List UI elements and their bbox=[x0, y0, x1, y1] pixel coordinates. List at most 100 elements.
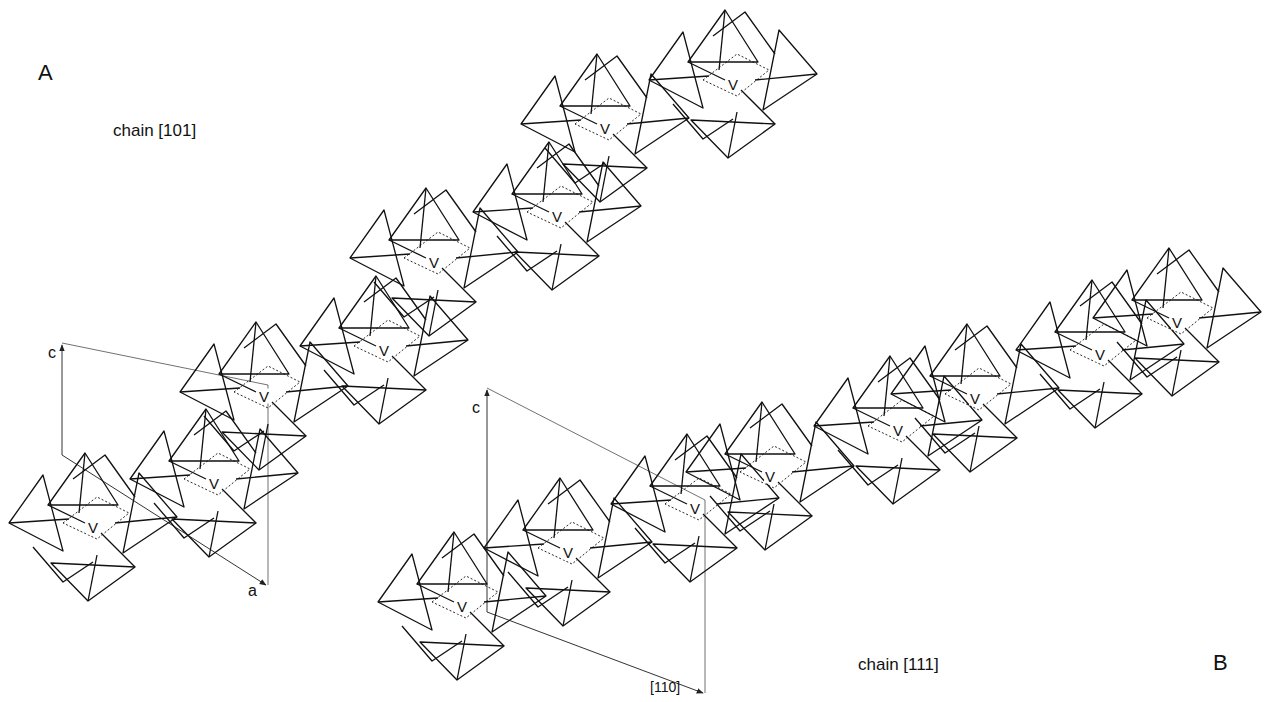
atom-label: V bbox=[551, 209, 563, 224]
polyhedron-edge bbox=[527, 186, 593, 228]
atom-label: V bbox=[1094, 347, 1106, 362]
polyhedron-edge bbox=[88, 555, 97, 601]
polyhedron-edge bbox=[1147, 292, 1213, 334]
polyhedron-edge bbox=[611, 456, 665, 532]
polyhedron-edge bbox=[945, 368, 1011, 410]
polyhedron-edge bbox=[856, 466, 940, 504]
polyhedron-edge bbox=[130, 431, 184, 507]
polyhedron-edge bbox=[244, 429, 298, 509]
polyhedron-edge bbox=[378, 554, 432, 630]
polyhedron-edge bbox=[686, 424, 740, 500]
polyhedron-edge bbox=[563, 164, 647, 202]
atom-label: V bbox=[1171, 315, 1183, 330]
polyhedron-edge bbox=[404, 232, 470, 274]
text-label: c bbox=[472, 400, 480, 416]
polyhedron-edge bbox=[590, 542, 652, 548]
polyhedron-edge bbox=[222, 489, 256, 523]
polyhedron-edge bbox=[222, 432, 306, 470]
polyhedron-edge bbox=[763, 30, 817, 110]
polyhedron-edge bbox=[741, 90, 775, 124]
polyhedron-edge bbox=[1086, 280, 1092, 340]
polyhedron-edge bbox=[457, 634, 466, 680]
polyhedron-edge bbox=[9, 519, 69, 523]
polyhedron-edge bbox=[814, 378, 868, 454]
polyhedron-edge bbox=[891, 390, 951, 394]
polyhedron-edge bbox=[470, 612, 504, 646]
polyhedron-edge bbox=[420, 642, 504, 680]
polyhedron-edge bbox=[115, 517, 177, 523]
polyhedron-edge bbox=[1199, 312, 1261, 318]
polyhedron-edge bbox=[432, 576, 498, 618]
polyhedron-edge bbox=[236, 473, 298, 479]
polyhedron-edge bbox=[492, 552, 546, 632]
polyhedron-edge bbox=[521, 120, 581, 124]
polyhedron-edge bbox=[300, 342, 360, 346]
polyhedron-edge bbox=[1016, 346, 1076, 350]
polyhedron-edge bbox=[1058, 390, 1142, 428]
polyhedron-edge bbox=[868, 400, 934, 442]
polyhedron-edge bbox=[756, 402, 762, 462]
atom-label: V bbox=[208, 476, 220, 491]
polyhedron-edge bbox=[51, 563, 135, 601]
polyhedron-edge bbox=[1122, 344, 1184, 350]
polyhedron-edge bbox=[456, 252, 518, 258]
polyhedron-edge bbox=[484, 544, 544, 548]
text-label: chain [111] bbox=[858, 656, 939, 673]
polyhedron-edge bbox=[649, 32, 703, 108]
polyhedron-edge bbox=[484, 500, 538, 576]
polyhedron-edge bbox=[920, 420, 982, 426]
polyhedron-edge bbox=[448, 532, 454, 592]
polyhedron-edge bbox=[600, 156, 609, 202]
polyhedron-edge bbox=[690, 536, 699, 582]
polyhedron-edge bbox=[565, 222, 599, 256]
polyhedron-edge bbox=[172, 519, 256, 557]
polyhedron-edge bbox=[1185, 328, 1219, 362]
text-label: [110] bbox=[650, 680, 680, 694]
polyhedron-edge bbox=[259, 424, 268, 470]
polyhedron-edge bbox=[792, 466, 854, 472]
polyhedron-edge bbox=[591, 54, 597, 114]
polyhedron-edge bbox=[209, 511, 218, 557]
polyhedron-edge bbox=[1016, 302, 1070, 378]
polyhedron-edge bbox=[755, 74, 817, 80]
polyhedron-edge bbox=[420, 188, 426, 248]
polyhedron-edge bbox=[703, 514, 737, 548]
atom-label: V bbox=[258, 389, 270, 404]
polyhedron-edge bbox=[63, 497, 129, 539]
polyhedron-edge bbox=[1135, 358, 1219, 396]
polyhedron-edge bbox=[778, 482, 812, 516]
atom-label: V bbox=[428, 255, 440, 270]
polyhedron-edge bbox=[740, 446, 806, 488]
atom-label: V bbox=[87, 520, 99, 535]
text-label: c bbox=[48, 345, 56, 361]
polyhedron-edge bbox=[563, 580, 572, 626]
polyhedron-edge bbox=[370, 276, 376, 336]
polyhedron-edge bbox=[765, 504, 774, 550]
polyhedron-edge bbox=[611, 500, 671, 504]
polyhedron-edge bbox=[406, 340, 468, 346]
polyhedron-edge bbox=[719, 10, 725, 70]
atom-label: V bbox=[969, 391, 981, 406]
polyhedron-edge bbox=[814, 422, 874, 426]
atom-label: V bbox=[378, 343, 390, 358]
polyhedron-edge bbox=[691, 120, 775, 158]
text-label: chain [101] bbox=[113, 122, 196, 139]
axes bbox=[62, 343, 705, 693]
polyhedron-edge bbox=[681, 434, 687, 494]
polyhedron-edge bbox=[526, 588, 610, 626]
atom-label: V bbox=[599, 121, 611, 136]
polyhedron-edge bbox=[123, 473, 177, 553]
polyhedron-edge bbox=[234, 366, 300, 408]
polyhedron-edge bbox=[392, 298, 476, 336]
polyhedron-edge bbox=[521, 76, 575, 152]
polyhedron-edge bbox=[294, 342, 348, 422]
atom-label: V bbox=[562, 545, 574, 560]
polyhedron-edge bbox=[613, 134, 647, 168]
polyhedron-edge bbox=[378, 598, 438, 602]
polyhedron-edge bbox=[627, 118, 689, 124]
polyhedron-edge bbox=[893, 458, 902, 504]
polyhedron-edge bbox=[884, 356, 890, 416]
atom-label: V bbox=[727, 77, 739, 92]
polyhedron-edge bbox=[933, 434, 1017, 472]
polyhedron-edge bbox=[703, 54, 769, 96]
